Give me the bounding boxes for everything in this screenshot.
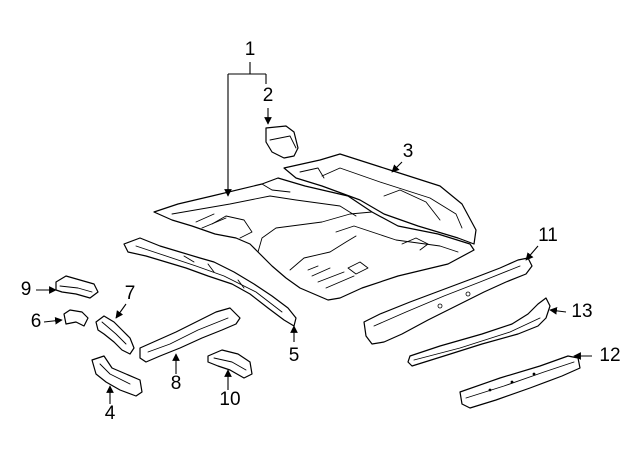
callout-2: 2 [263, 85, 274, 106]
callout-12: 12 [599, 345, 620, 366]
leader-13 [549, 307, 567, 315]
callout-labels: 1 2 3 4 5 6 7 8 9 10 11 12 13 [21, 39, 621, 424]
crossmember-part-8[interactable] [139, 307, 241, 363]
callout-5: 5 [289, 345, 300, 366]
bracket-part-9[interactable] [55, 275, 99, 299]
crossmember-part-7[interactable] [95, 315, 135, 355]
callout-1: 1 [245, 39, 256, 60]
rear-floor-pan-part[interactable] [283, 153, 477, 245]
callout-7: 7 [125, 283, 136, 304]
callout-10: 10 [219, 389, 240, 410]
leader-lines [36, 62, 592, 404]
leader-6 [43, 316, 63, 325]
callout-3: 3 [403, 141, 414, 162]
side-rail-part-5[interactable] [123, 237, 297, 327]
bracket-part-4[interactable] [91, 355, 143, 397]
leader-11 [525, 245, 539, 261]
callout-4: 4 [105, 403, 116, 424]
floor-pan-part[interactable] [153, 177, 475, 301]
leader-7 [115, 303, 127, 319]
bracket-part-10[interactable] [207, 349, 253, 379]
rocker-reinforcement-part-12[interactable] [459, 355, 581, 409]
bracket-part-2[interactable] [265, 125, 299, 159]
callout-8: 8 [171, 373, 182, 394]
rocker-trim-part-13[interactable] [407, 297, 551, 367]
leader-1 [228, 62, 266, 196]
callout-11: 11 [538, 225, 558, 246]
rocker-panel-part-11[interactable] [363, 257, 533, 345]
callout-13: 13 [571, 301, 592, 322]
callout-6: 6 [31, 311, 42, 332]
bracket-part-6[interactable] [63, 309, 89, 327]
callout-9: 9 [21, 279, 32, 300]
leader-3 [391, 161, 403, 173]
